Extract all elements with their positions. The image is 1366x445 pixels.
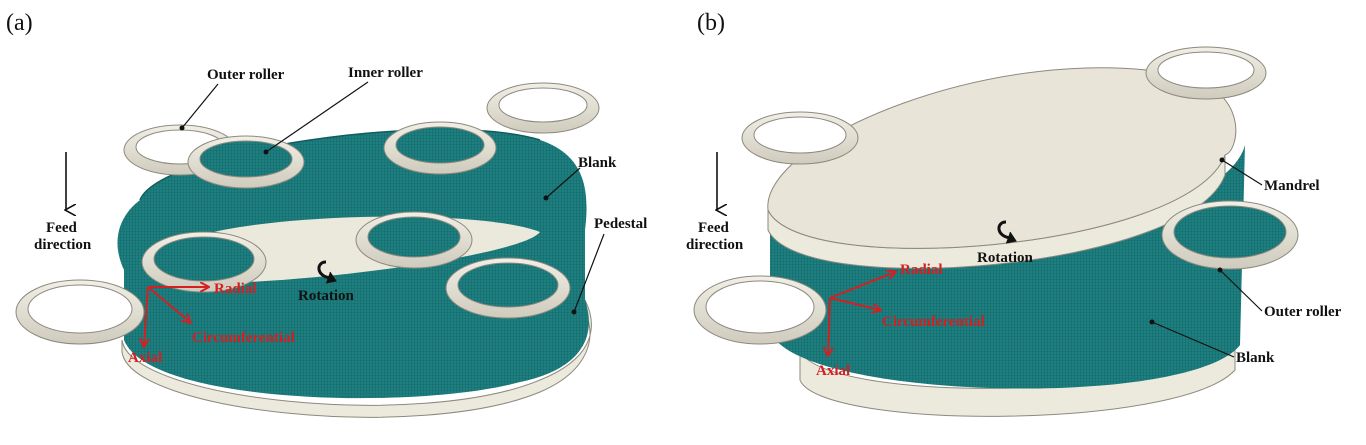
coordinate-axes-b: Radial Circumferential Axial bbox=[816, 262, 985, 379]
callout-inner-roller-a: Inner roller bbox=[348, 65, 423, 81]
radial-label-a: Radial bbox=[214, 281, 257, 297]
roller-a-8 bbox=[15, 279, 145, 345]
circumferential-label-a: Circumferential bbox=[192, 330, 295, 346]
callout-pedestal-a: Pedestal bbox=[594, 216, 647, 232]
panel-a: (a) bbox=[6, 10, 647, 418]
roller-a-7 bbox=[141, 231, 267, 293]
mandrel-b bbox=[767, 67, 1237, 269]
axial-arrow-a bbox=[144, 286, 148, 346]
roller-b-2 bbox=[1145, 46, 1267, 100]
rotation-b: Rotation bbox=[977, 220, 1033, 266]
radial-label-b: Radial bbox=[900, 262, 943, 278]
roller-a-3 bbox=[383, 121, 497, 175]
axial-label-b: Axial bbox=[816, 363, 850, 379]
feed-direction-b: Feed direction bbox=[686, 152, 744, 253]
circumferential-label-b: Circumferential bbox=[882, 314, 985, 330]
radial-arrow-b bbox=[829, 272, 895, 299]
axial-arrow-b bbox=[828, 297, 830, 355]
roller-b-4 bbox=[693, 275, 827, 345]
feed-label-b-2: direction bbox=[686, 237, 744, 253]
callout-outer-roller-b: Outer roller bbox=[1264, 304, 1342, 320]
panel-a-label: (a) bbox=[6, 10, 33, 36]
callouts-a: Outer roller Inner roller Blank Pedestal bbox=[179, 65, 647, 315]
coordinate-axes-a: Radial Circumferential Axial bbox=[128, 281, 295, 366]
roller-b-3 bbox=[1161, 200, 1299, 270]
roller-a-2 bbox=[187, 135, 305, 189]
feed-direction-a: Feed direction bbox=[34, 152, 92, 253]
panel-b-label: (b) bbox=[697, 10, 725, 36]
circumferential-arrow-b bbox=[829, 297, 880, 310]
callout-blank-a: Blank bbox=[578, 155, 617, 171]
circumferential-arrow-a bbox=[147, 286, 190, 322]
callout-outer-roller-a: Outer roller bbox=[207, 67, 285, 83]
rotation-label-a: Rotation bbox=[298, 288, 354, 304]
roller-a-4 bbox=[486, 82, 600, 134]
feed-label-a-2: direction bbox=[34, 237, 92, 253]
callout-mandrel-b: Mandrel bbox=[1264, 178, 1320, 194]
callout-blank-b: Blank bbox=[1236, 350, 1275, 366]
roller-a-6 bbox=[445, 257, 571, 319]
roller-b-1 bbox=[741, 111, 859, 165]
panel-b: (b) bbox=[686, 10, 1342, 417]
feed-label-b-1: Feed bbox=[698, 220, 729, 236]
feed-label-a-1: Feed bbox=[46, 220, 77, 236]
blank-b bbox=[770, 145, 1245, 389]
roller-a-5 bbox=[355, 211, 473, 269]
rotation-label-b: Rotation bbox=[977, 250, 1033, 266]
axial-label-a: Axial bbox=[128, 350, 162, 366]
rotation-a: Rotation bbox=[298, 260, 354, 304]
callouts-b: Mandrel Outer roller Blank bbox=[1149, 157, 1342, 366]
